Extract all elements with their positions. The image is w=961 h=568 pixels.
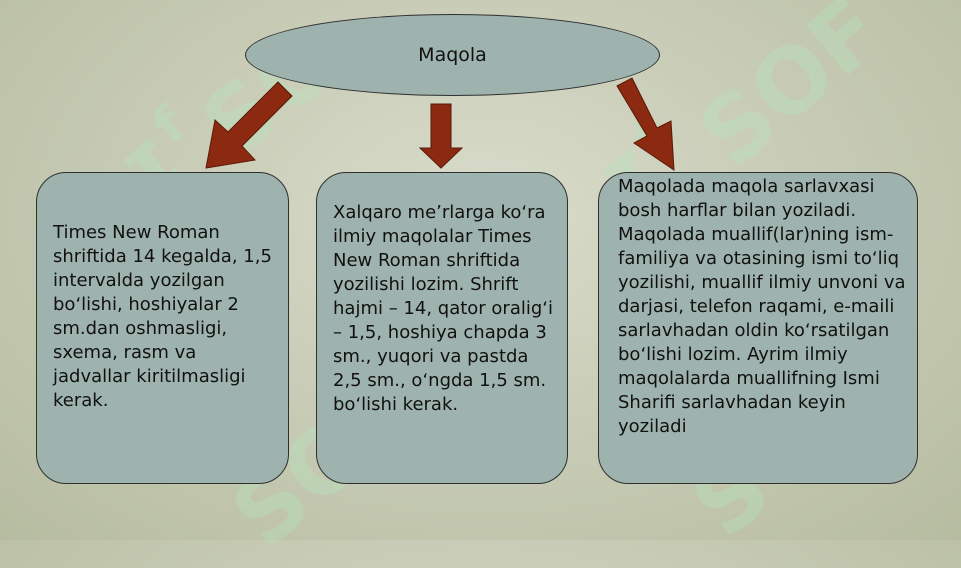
root-label: Maqola bbox=[418, 44, 487, 66]
box-right: Maqolada maqola sarlavxasi bosh harflar … bbox=[598, 172, 918, 484]
arrow-right bbox=[616, 77, 675, 171]
box-left: Times New Roman shriftida 14 kegalda, 1,… bbox=[36, 172, 289, 484]
arrows-layer bbox=[205, 77, 675, 171]
root-node: Maqola bbox=[245, 14, 660, 96]
arrow-left bbox=[205, 81, 293, 169]
arrow-center bbox=[418, 103, 464, 169]
box-center: Xalqaro me’rlarga koʻra ilmiy maqolalar … bbox=[316, 172, 568, 484]
box-left-text: Times New Roman shriftida 14 kegalda, 1,… bbox=[53, 222, 272, 411]
box-center-text: Xalqaro me’rlarga koʻra ilmiy maqolalar … bbox=[333, 202, 554, 415]
box-right-text: Maqolada maqola sarlavxasi bosh harflar … bbox=[618, 176, 906, 437]
